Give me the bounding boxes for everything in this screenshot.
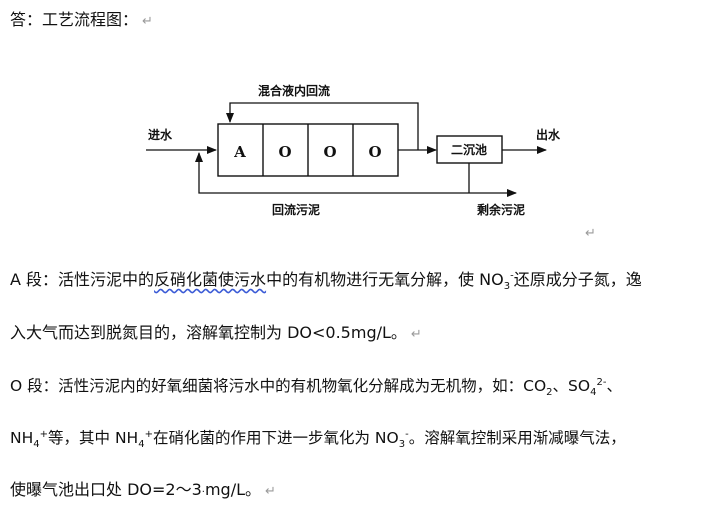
tank-oxic-label-1: O [278,143,291,161]
text-run: NH [10,429,34,447]
return-sludge-line [195,152,469,194]
section-a-line-2: 入大气而达到脱氮目的，溶解氧控制为 DO<0.5mg/L。↵ [10,321,710,347]
subscript: 2 [546,387,553,399]
superscript: + [39,428,49,440]
text-run: 。溶解氧控制采用渐减曝气法， [408,429,626,447]
section-o-line-3: 使曝气池出口处 DO=2～3·mg/L。↵ [10,478,710,505]
answer-heading: 答：工艺流程图：↵ [10,8,153,34]
subscript: 4 [33,439,40,451]
text-run: · [201,487,205,498]
superscript: 2- [596,376,607,388]
recycle-label: 混合液内回流 [258,83,330,98]
text-run: O 段：活性污泥内的好氧细菌将污水中的有机物氧化分解成为无机物，如：CO [10,377,547,395]
text-run: 中的有机物进行无氧分解，使 NO [266,270,504,289]
tank-anoxic-label: A [233,143,246,161]
clarifier-label: 二沉池 [451,142,487,157]
tank-oxic-label-3: O [368,143,381,161]
text-run: 还原成分子氮，逸 [513,270,642,289]
text-run: A 段：活性污泥中的 [10,270,155,289]
excess-sludge-label: 剩余污泥 [477,202,525,217]
subscript: 4 [590,387,597,399]
section-o-line-2: NH4+等，其中 NH4+在硝化菌的作用下进一步氧化为 NO3-。溶解氧控制采用… [10,426,710,450]
return-mark: ↵ [585,226,596,241]
text-run: 使曝气池出口处 DO=2～3 [10,480,202,499]
superscript: - [510,270,514,282]
section-a-line-1: A 段：活性污泥中的反硝化菌使污水中的有机物进行无氧分解，使 NO3-还原成分子… [10,268,710,292]
text-run: 、 [606,377,622,395]
text-run: 入大气而达到脱氮目的，溶解氧控制为 DO<0.5mg/L。 [10,323,407,342]
underlined-term: 反硝化菌使污水 [154,270,267,289]
subscript: 3 [398,439,406,451]
superscript: + [144,428,153,440]
text-run: 在硝化菌的作用下进一步氧化为 NO [152,429,399,447]
section-o-line-1: O 段：活性污泥内的好氧细菌将污水中的有机物氧化分解成为无机物，如：CO2、SO… [10,374,710,398]
return-sludge-label: 回流污泥 [272,202,320,217]
subscript: 4 [138,439,145,451]
tank-oxic-label-2: O [323,143,336,161]
answer-label: 答：工艺流程图： [10,10,139,29]
text-run: 等，其中 NH [48,429,139,447]
internal-recycle-line [226,102,419,150]
return-mark: ↵ [410,327,422,342]
text-run: 、SO [552,377,591,395]
inlet-label: 进水 [148,127,173,142]
return-mark: ↵ [265,484,276,499]
subscript: 3 [503,281,511,293]
text-run: mg/L。 [204,480,262,499]
return-mark: ↵ [142,14,153,29]
superscript: - [405,428,409,440]
outlet-label: 出水 [536,127,561,142]
process-flow-diagram: 进水 A O O O 混合液内回流 二沉池 出水 回流污泥 剩余污泥 [146,83,561,217]
